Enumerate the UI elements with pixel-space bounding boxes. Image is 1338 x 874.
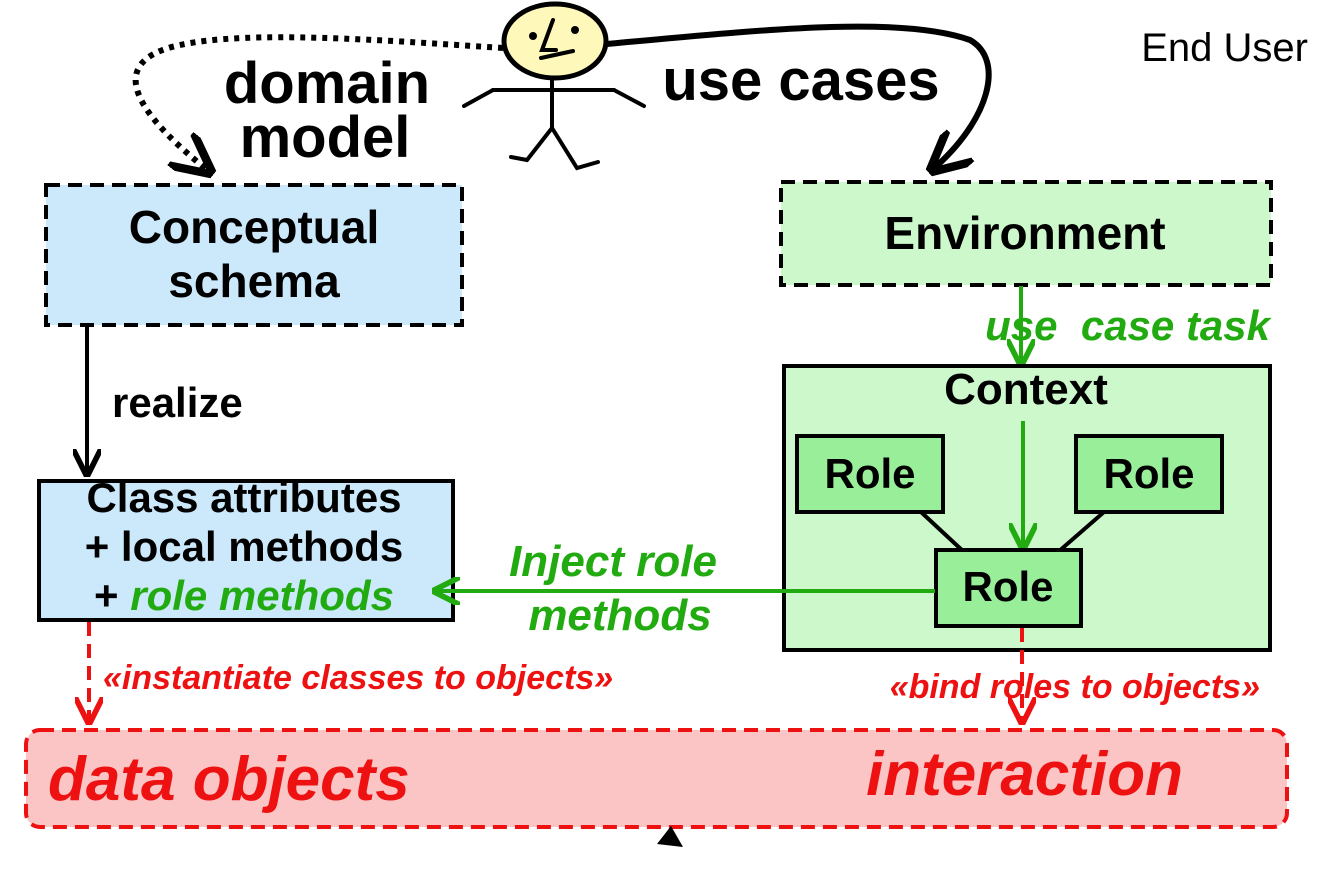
domain-model-label-line1: domain [224, 51, 430, 116]
conceptual-schema-line2: schema [168, 255, 340, 307]
environment-label: Environment [884, 207, 1165, 259]
bind-roles-label: «bind roles to objects» [890, 668, 1260, 706]
role-label-top-right: Role [1103, 450, 1194, 497]
role-label-top-left: Role [824, 450, 915, 497]
cursor-triangle-icon [657, 826, 683, 847]
class-attributes-box [37, 479, 455, 622]
class-attributes-line1: Class attributes [86, 474, 401, 521]
data-objects-label: data objects [48, 745, 410, 814]
class-local-methods-line2: + local methods [85, 523, 404, 570]
conceptual-schema-box [44, 183, 464, 327]
end-user-label: End User [1141, 26, 1308, 70]
inject-label-line1: Inject role [509, 537, 717, 586]
runtime-objects-box [24, 728, 1289, 829]
context-title: Context [944, 365, 1108, 414]
role-methods-italic: role methods [130, 572, 394, 619]
end-user-stick-figure [462, 1, 646, 171]
interaction-label: interaction [866, 740, 1183, 809]
inject-label-line2: methods [528, 591, 711, 640]
role-connector-right [1056, 510, 1106, 554]
use-cases-arrow [606, 23, 992, 170]
environment-box [779, 180, 1273, 287]
role-methods-prefix: + [94, 572, 130, 619]
role-connector-left [919, 510, 966, 554]
use-case-task-label: use case task [985, 302, 1273, 349]
actor-head [501, 1, 609, 81]
role-box-top-right [1074, 434, 1224, 514]
role-box-top-left [795, 434, 945, 514]
actor-face [529, 18, 579, 60]
conceptual-schema-line1: Conceptual [129, 201, 379, 253]
instantiate-label: «instantiate classes to objects» [103, 659, 613, 697]
realize-label: realize [112, 379, 243, 426]
domain-model-arrow [132, 34, 504, 172]
actor-body [462, 76, 646, 171]
role-label-center: Role [962, 563, 1053, 610]
role-box-center [934, 548, 1083, 628]
class-role-methods-line3: + role methods [94, 572, 394, 619]
domain-model-label-line2: model [240, 105, 411, 170]
use-cases-label: use cases [662, 48, 939, 113]
